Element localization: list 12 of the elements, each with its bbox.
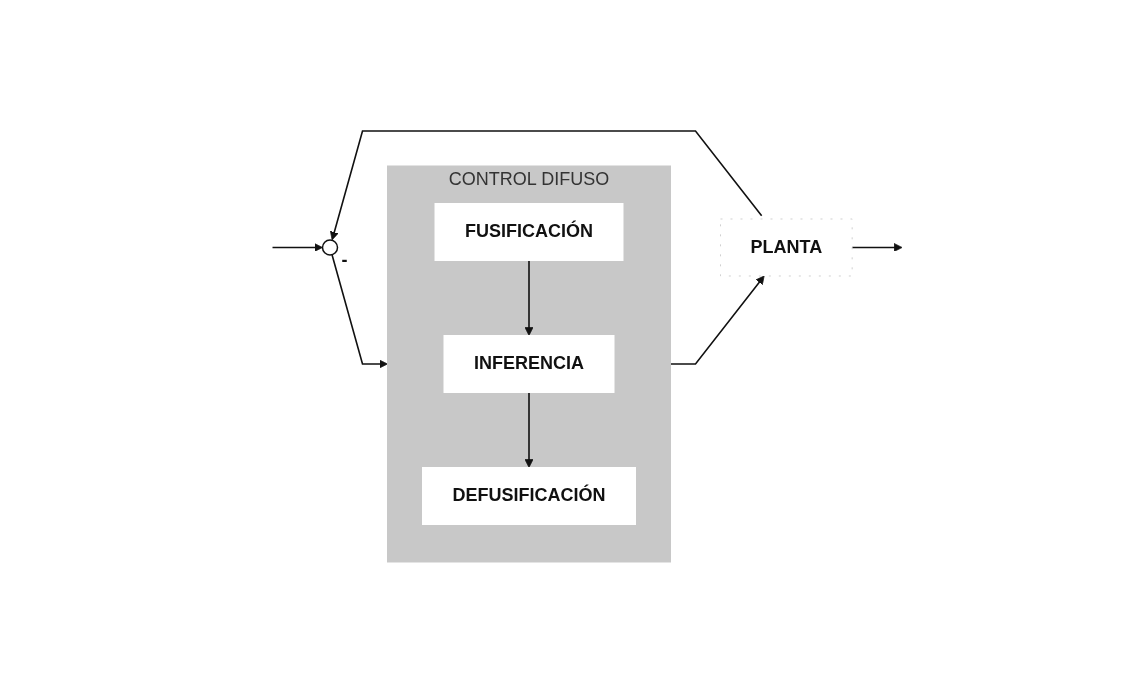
node-circle (321, 238, 339, 256)
arrow (331, 253, 388, 368)
node-box: INFERENCIA (443, 334, 615, 393)
minus-sign: - (341, 250, 348, 272)
node-box: DEFUSIFICACIÓN (421, 466, 636, 525)
arrow (524, 259, 534, 336)
arrow (329, 129, 763, 240)
arrow (851, 242, 903, 252)
arrow (524, 391, 534, 468)
arrow (669, 275, 765, 365)
arrow (271, 242, 323, 252)
node-box: FUSIFICACIÓN (434, 202, 624, 261)
